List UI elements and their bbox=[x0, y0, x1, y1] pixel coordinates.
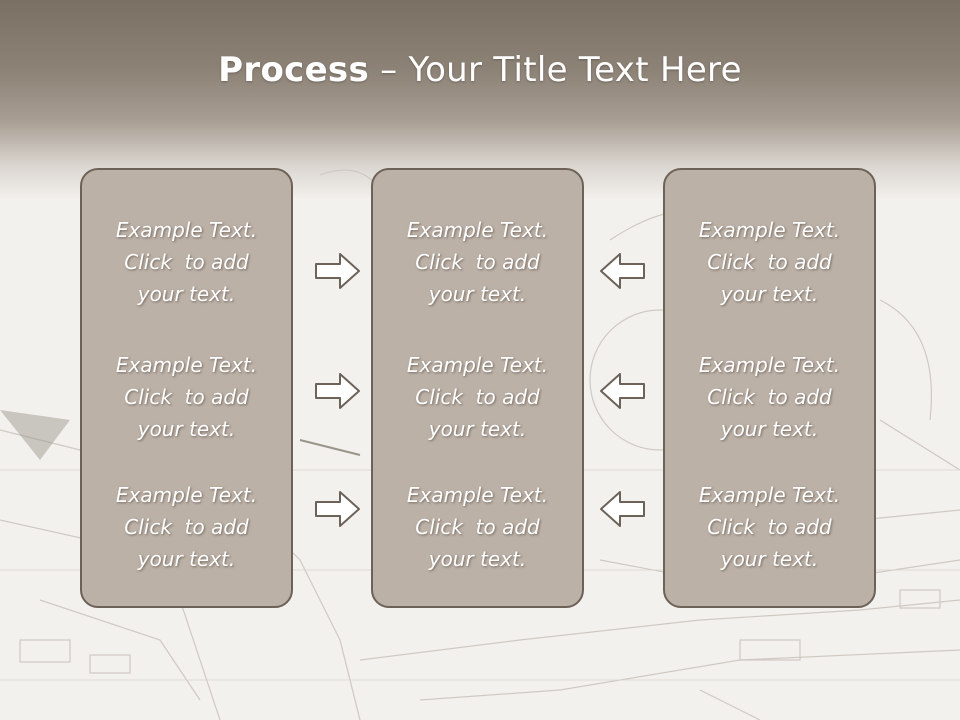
text-line: Example Text. bbox=[698, 218, 841, 242]
text-line: your text. bbox=[137, 547, 236, 571]
text-line: Example Text. bbox=[115, 353, 258, 377]
text-placeholder[interactable]: Example Text. Click to add your text. bbox=[665, 349, 874, 445]
text-placeholder[interactable]: Example Text. Click to add your text. bbox=[373, 349, 582, 445]
text-line: your text. bbox=[428, 282, 527, 306]
text-line: Example Text. bbox=[406, 483, 549, 507]
text-line: Example Text. bbox=[406, 218, 549, 242]
arrow-left-icon bbox=[600, 373, 645, 409]
text-line: Example Text. bbox=[698, 483, 841, 507]
text-line: Click to add bbox=[124, 250, 249, 274]
text-line: Example Text. bbox=[115, 218, 258, 242]
text-line: your text. bbox=[720, 547, 819, 571]
text-line: Click to add bbox=[415, 385, 540, 409]
text-line: your text. bbox=[720, 282, 819, 306]
text-line: Click to add bbox=[415, 250, 540, 274]
text-placeholder[interactable]: Example Text. Click to add your text. bbox=[82, 214, 291, 310]
text-line: Example Text. bbox=[115, 483, 258, 507]
text-line: Click to add bbox=[124, 515, 249, 539]
text-placeholder[interactable]: Example Text. Click to add your text. bbox=[82, 349, 291, 445]
text-placeholder[interactable]: Example Text. Click to add your text. bbox=[373, 479, 582, 575]
text-line: Click to add bbox=[124, 385, 249, 409]
title-bold: Process bbox=[218, 50, 370, 90]
arrow-right-icon bbox=[315, 253, 360, 289]
slide-title[interactable]: Process – Your Title Text Here bbox=[0, 50, 960, 90]
text-line: Example Text. bbox=[698, 353, 841, 377]
text-line: Example Text. bbox=[406, 353, 549, 377]
arrow-left-icon bbox=[600, 491, 645, 527]
text-line: Click to add bbox=[707, 385, 832, 409]
text-line: your text. bbox=[720, 417, 819, 441]
text-panel-left: Example Text. Click to add your text. Ex… bbox=[80, 168, 293, 608]
text-placeholder[interactable]: Example Text. Click to add your text. bbox=[665, 214, 874, 310]
header-band bbox=[0, 0, 960, 200]
text-placeholder[interactable]: Example Text. Click to add your text. bbox=[82, 479, 291, 575]
text-panel-right: Example Text. Click to add your text. Ex… bbox=[663, 168, 876, 608]
text-line: Click to add bbox=[415, 515, 540, 539]
text-panel-center: Example Text. Click to add your text. Ex… bbox=[371, 168, 584, 608]
text-line: Click to add bbox=[707, 515, 832, 539]
text-placeholder[interactable]: Example Text. Click to add your text. bbox=[373, 214, 582, 310]
text-line: your text. bbox=[137, 282, 236, 306]
text-placeholder[interactable]: Example Text. Click to add your text. bbox=[665, 479, 874, 575]
text-line: Click to add bbox=[707, 250, 832, 274]
text-line: your text. bbox=[137, 417, 236, 441]
arrow-right-icon bbox=[315, 373, 360, 409]
title-rest: – Your Title Text Here bbox=[369, 50, 742, 90]
text-line: your text. bbox=[428, 417, 527, 441]
arrow-right-icon bbox=[315, 491, 360, 527]
arrow-left-icon bbox=[600, 253, 645, 289]
text-line: your text. bbox=[428, 547, 527, 571]
